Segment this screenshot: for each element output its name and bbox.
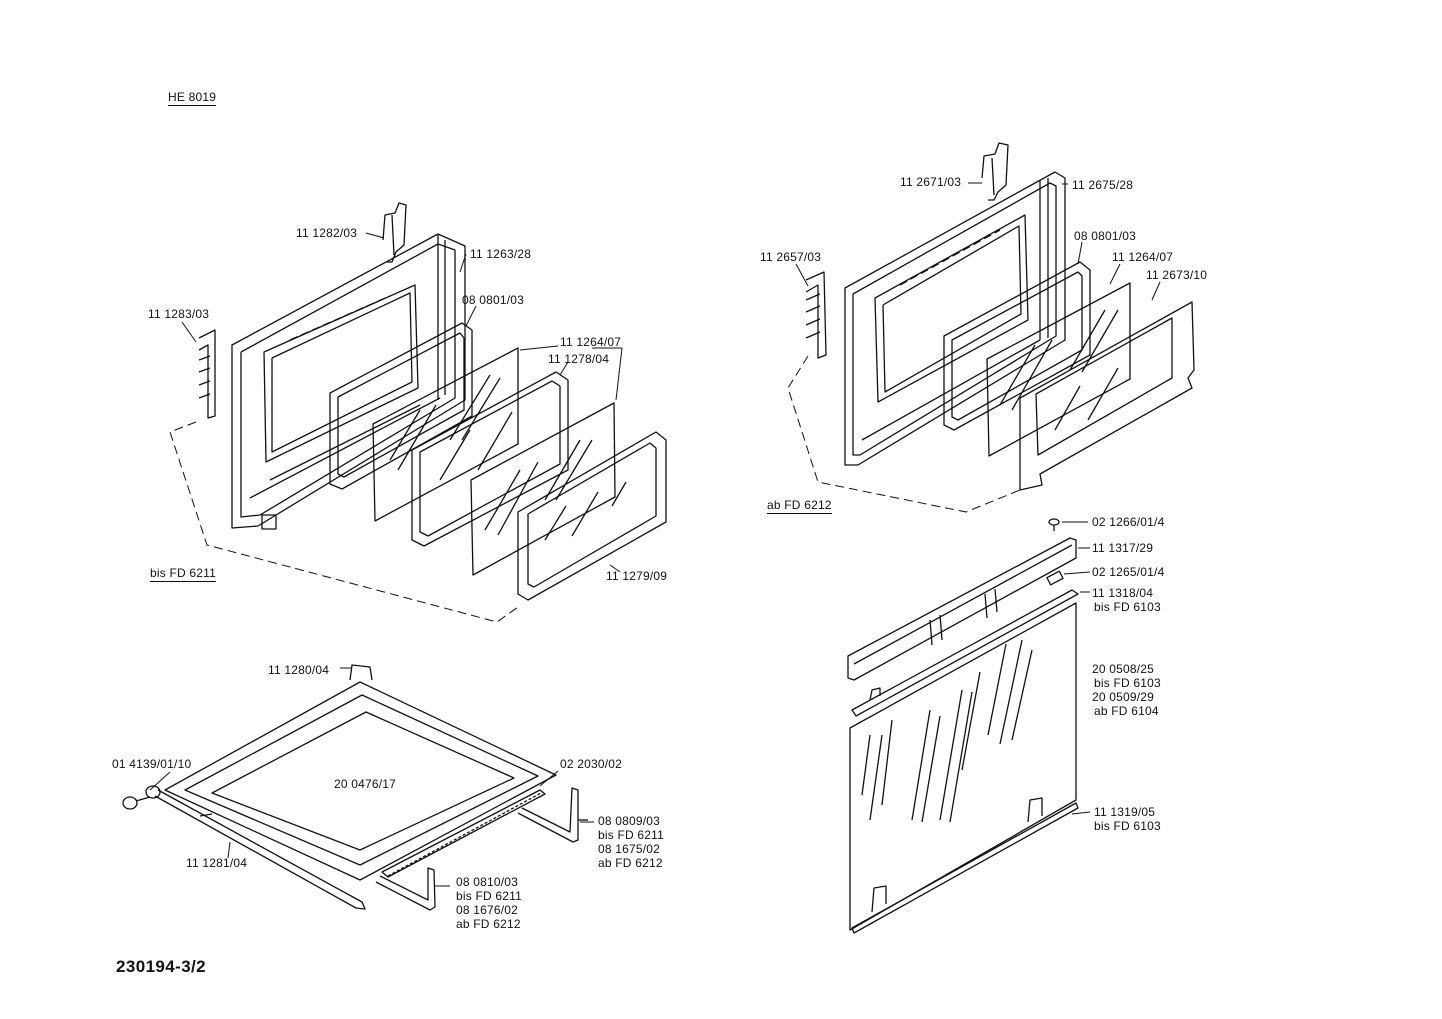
right-door-assembly xyxy=(787,142,1195,513)
outer-strip-top xyxy=(851,589,1079,717)
right-outer-frame xyxy=(1019,301,1195,491)
label-right-seal: 08 0801/03 xyxy=(1074,229,1137,243)
label-left-outer-frame: 11 1279/09 xyxy=(606,569,668,583)
label-bracket-right-2: 08 1675/02 xyxy=(598,842,661,856)
label-bracket-right-1-note: bis FD 6211 xyxy=(598,828,665,842)
left-door-frame xyxy=(231,233,466,530)
outer-top-profile xyxy=(847,537,1077,681)
tray-rail xyxy=(381,789,546,878)
label-left-variant: bis FD 6211 xyxy=(150,566,217,582)
model-label: HE 8019 xyxy=(168,90,217,106)
tray-frame xyxy=(164,664,557,881)
left-glass-middle xyxy=(470,402,616,576)
label-right-outer-frame: 11 2673/10 xyxy=(1146,268,1208,282)
label-bracket-bottom-2-note: ab FD 6212 xyxy=(456,917,521,931)
right-glass-inner xyxy=(986,282,1131,457)
label-right-hinge-right: 11 2671/03 xyxy=(900,175,962,189)
label-outer-glass-1-note: bis FD 6103 xyxy=(1094,676,1161,690)
tray-assembly xyxy=(122,664,588,911)
label-left-glass-frame: 11 1278/04 xyxy=(548,352,610,366)
label-outer-screw: 02 1266/01/4 xyxy=(1092,515,1165,529)
label-outer-glass-1: 20 0508/25 xyxy=(1092,662,1155,676)
label-tray-rail: 02 2030/02 xyxy=(560,757,623,771)
label-tray-glass: 20 0476/17 xyxy=(334,777,397,791)
label-outer-glass-2-note: ab FD 6104 xyxy=(1094,704,1159,718)
label-bracket-bottom-1-note: bis FD 6211 xyxy=(456,889,523,903)
label-bracket-bottom-2: 08 1676/02 xyxy=(456,903,519,917)
label-tray-bar-left: 11 1281/04 xyxy=(186,856,248,870)
left-glass-inner xyxy=(372,347,519,522)
left-leaders xyxy=(181,232,623,573)
label-outer-top-profile: 11 1317/29 xyxy=(1092,541,1154,555)
outer-door-assembly xyxy=(847,518,1079,934)
right-hinge-left xyxy=(805,271,827,359)
tray-bracket-bottom xyxy=(375,867,436,911)
label-left-hinge-left: 11 1283/03 xyxy=(148,307,210,321)
outer-strip-bottom xyxy=(851,797,1079,934)
label-outer-strip-bottom-note: bis FD 6103 xyxy=(1094,819,1161,833)
outer-glass-panel xyxy=(849,602,1077,931)
label-outer-strip-top-note: bis FD 6103 xyxy=(1094,600,1161,614)
label-bracket-bottom-1: 08 0810/03 xyxy=(456,875,519,889)
left-dashed-outline xyxy=(169,421,519,623)
label-outer-strip-top: 11 1318/04 xyxy=(1092,586,1154,600)
left-outer-frame xyxy=(517,431,667,601)
left-glass-frame xyxy=(411,371,569,547)
label-outer-strip-bottom: 11 1319/05 xyxy=(1094,805,1156,819)
drawing-number: 230194-3/2 xyxy=(116,957,207,976)
left-door-assembly xyxy=(169,202,667,623)
label-left-door-frame: 11 1263/28 xyxy=(470,247,532,261)
label-tray-frame: 11 1280/04 xyxy=(268,663,330,677)
label-right-door-frame: 11 2675/28 xyxy=(1072,178,1134,192)
right-door-frame xyxy=(844,171,1066,466)
label-bracket-right-2-note: ab FD 6212 xyxy=(598,856,663,870)
label-left-seal: 08 0801/03 xyxy=(462,293,525,307)
label-tray-knob: 01 4139/01/10 xyxy=(112,757,192,771)
label-outer-glass-2: 20 0509/29 xyxy=(1092,690,1155,704)
label-outer-clip: 02 1265/01/4 xyxy=(1092,565,1165,579)
right-leaders xyxy=(795,182,1161,301)
label-bracket-right-1: 08 0809/03 xyxy=(598,814,661,828)
left-hinge-left xyxy=(198,329,216,419)
label-left-glass-inner: 11 1264/07 xyxy=(560,335,622,349)
right-hinge-right xyxy=(981,142,1009,201)
outer-leaders xyxy=(1062,521,1091,815)
tray-knob xyxy=(122,785,161,810)
left-seal xyxy=(329,322,473,490)
label-left-hinge-right: 11 1282/03 xyxy=(296,226,358,240)
tray-bar-left xyxy=(154,789,366,910)
outer-clip xyxy=(1046,570,1064,586)
label-right-glass-inner: 11 1264/07 xyxy=(1112,250,1174,264)
label-right-hinge-left: 11 2657/03 xyxy=(760,250,822,264)
outer-screw xyxy=(1048,518,1060,531)
label-right-variant: ab FD 6212 xyxy=(767,498,832,514)
tray-bracket-right xyxy=(517,787,588,843)
tray-leaders xyxy=(149,667,594,887)
